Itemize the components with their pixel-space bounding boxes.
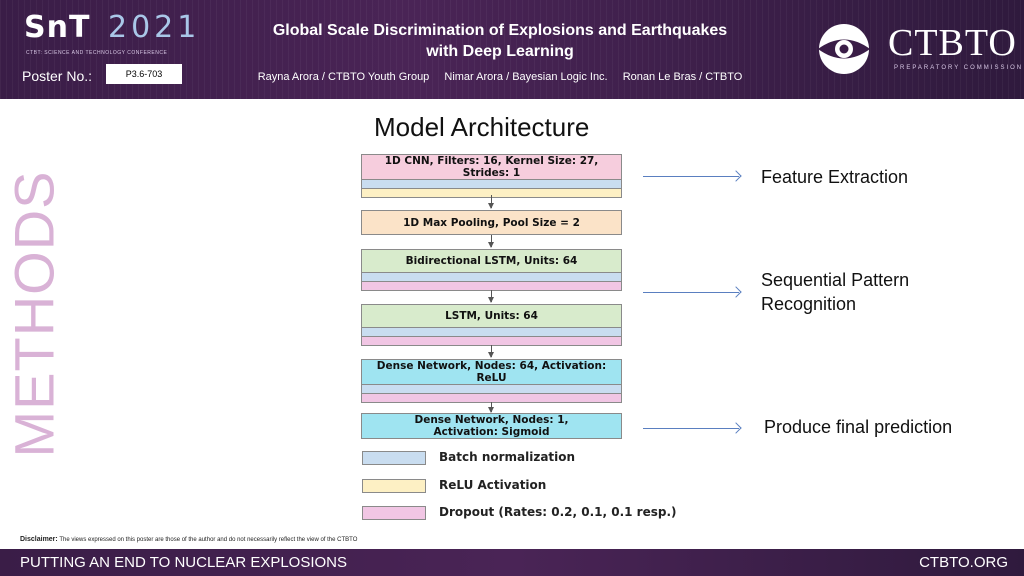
flow-arrow-5 [488, 402, 494, 413]
footer-banner: PUTTING AN END TO NUCLEAR EXPLOSIONS CTB… [0, 549, 1024, 576]
legend-dropout: Dropout (Rates: 0.2, 0.1, 0.1 resp.) [439, 505, 677, 519]
batch-norm-strip [362, 272, 621, 281]
ctbto-subtitle: PREPARATORY COMMISSION [894, 65, 1024, 71]
poster-label: Poster No.: [22, 68, 93, 84]
legend-swatch-relu [362, 479, 426, 493]
flow-arrow-3 [488, 290, 494, 303]
layer-bilstm: Bidirectional LSTM, Units: 64 [361, 249, 622, 291]
sequential-label: Sequential Pattern Recognition [761, 268, 909, 316]
snt-year: 2021 [108, 10, 201, 45]
poster-title: Global Scale Discrimination of Explosion… [240, 20, 760, 62]
legend-relu: ReLU Activation [439, 478, 547, 492]
author-1: Rayna Arora / CTBTO Youth Group [257, 71, 430, 83]
title-line-2: with Deep Learning [426, 43, 574, 60]
title-line-1: Global Scale Discrimination of Explosion… [272, 22, 728, 39]
feature-arrow [643, 176, 739, 177]
legend-swatch-batch-norm [362, 451, 426, 465]
ctbto-wordmark: CTBTO [888, 22, 1017, 64]
section-title: Model Architecture [374, 112, 590, 142]
footer-slogan: PUTTING AN END TO NUCLEAR EXPLOSIONS [20, 554, 348, 571]
footer-site-link[interactable]: CTBTO.ORG [919, 554, 1008, 571]
layer-dense-1-label: Dense Network, Nodes: 1, Activation: Sig… [414, 414, 569, 438]
layer-maxpool-label: 1D Max Pooling, Pool Size = 2 [403, 216, 580, 229]
layer-dense-64: Dense Network, Nodes: 64, Activation: Re… [361, 359, 622, 403]
layer-cnn-label: 1D CNN, Filters: 16, Kernel Size: 27, St… [384, 155, 599, 179]
author-3: Ronan Le Bras / CTBTO [622, 71, 743, 83]
flow-arrow-2 [488, 235, 494, 248]
disclaimer-label: Disclaimer: [20, 536, 58, 543]
disclaimer-text: The views expressed on this poster are t… [59, 537, 358, 543]
batch-norm-strip [362, 327, 621, 336]
layer-dense-1: Dense Network, Nodes: 1, Activation: Sig… [361, 413, 622, 439]
layer-bilstm-label: Bidirectional LSTM, Units: 64 [405, 255, 578, 267]
prediction-label: Produce final prediction [764, 417, 953, 437]
flow-arrow-4 [488, 345, 494, 358]
batch-norm-strip [362, 179, 621, 188]
sequential-label-line-1: Sequential Pattern [761, 270, 910, 290]
poster-number: P3.6-703 [106, 64, 182, 84]
legend-swatch-dropout [362, 506, 426, 520]
dropout-strip [362, 336, 621, 345]
legend-batch-norm: Batch normalization [439, 450, 576, 464]
ctbto-emblem-icon [818, 24, 870, 74]
batch-norm-strip [362, 384, 621, 393]
sequential-label-line-2: Recognition [761, 294, 857, 314]
author-2: Nimar Arora / Bayesian Logic Inc. [444, 71, 608, 83]
disclaimer: Disclaimer: The views expressed on this … [20, 536, 357, 543]
sequential-arrow [643, 292, 739, 293]
layer-maxpool: 1D Max Pooling, Pool Size = 2 [361, 210, 622, 235]
dropout-strip [362, 281, 621, 290]
methods-side-title: METHODS [2, 170, 66, 458]
flow-arrow-1 [488, 195, 494, 209]
layer-lstm: LSTM, Units: 64 [361, 304, 622, 346]
snt-subtitle: CTBT: SCIENCE AND TECHNOLOGY CONFERENCE [26, 50, 168, 56]
relu-strip [362, 188, 621, 197]
dropout-strip [362, 393, 621, 402]
layer-dense-64-label: Dense Network, Nodes: 64, Activation: Re… [376, 360, 607, 384]
prediction-arrow [643, 428, 739, 429]
feature-extraction-label: Feature Extraction [761, 167, 909, 187]
layer-lstm-label: LSTM, Units: 64 [445, 310, 538, 322]
header-banner: SnT 2021 CTBT: SCIENCE AND TECHNOLOGY CO… [0, 0, 1024, 99]
snt-logo: SnT [24, 10, 91, 45]
layer-cnn: 1D CNN, Filters: 16, Kernel Size: 27, St… [361, 154, 622, 198]
authors: Rayna Arora / CTBTO Youth Group Nimar Ar… [240, 71, 760, 83]
